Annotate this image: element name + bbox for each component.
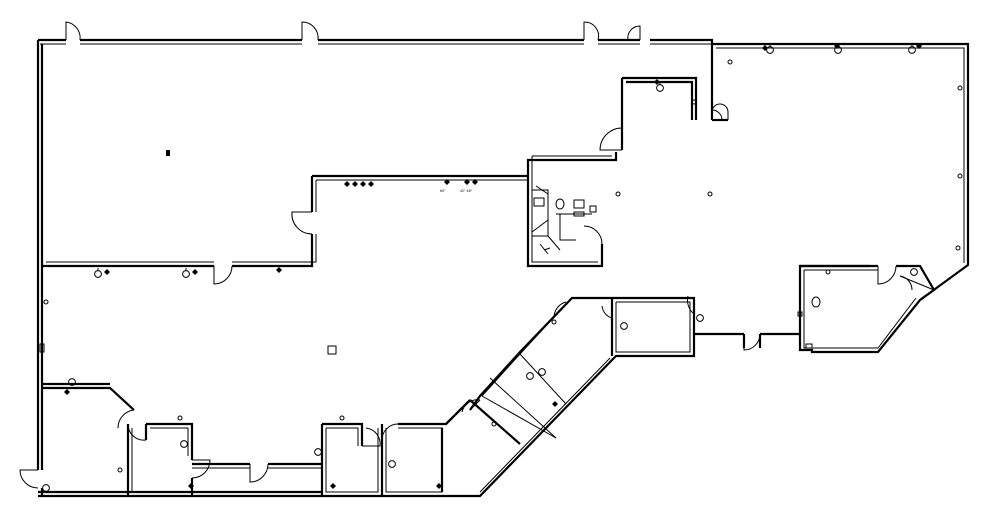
duplex-outlet-icon (388, 460, 396, 468)
south-offices (42, 382, 471, 496)
data-jack-icon (360, 181, 366, 187)
data-jack-icon (444, 179, 450, 185)
duplex-outlet-icon (910, 268, 918, 276)
duplex-outlet-icon (68, 378, 76, 386)
duplex-outlet-icon (526, 372, 534, 380)
data-jack-icon (64, 389, 70, 395)
upper-interior-walls (526, 76, 729, 268)
data-jack-icon (344, 181, 350, 187)
data-jack-icon (188, 483, 194, 489)
central-offices (445, 295, 696, 445)
data-jack-icon (472, 179, 478, 185)
data-jack-icon (192, 269, 198, 275)
fixture-icon (615, 191, 621, 197)
fixture-icon (691, 99, 697, 105)
fixture-icon (43, 299, 49, 305)
data-jack-icon (552, 401, 558, 407)
low-wall-height-label: 42" 48" (460, 189, 473, 193)
fixture-icon (825, 269, 831, 275)
data-jack-icon (834, 43, 840, 49)
data-jack-icon (916, 43, 922, 49)
duplex-outlet-icon (94, 268, 102, 278)
fixture-icon (491, 421, 497, 427)
fixture-icon (957, 173, 963, 179)
east-offices (742, 264, 936, 351)
duplex-outlet-icon (538, 368, 546, 376)
data-jack-icon (104, 269, 110, 275)
data-jack-icon (654, 79, 660, 85)
duplex-outlet-icon (620, 322, 628, 330)
phone-jack-icon (39, 343, 45, 353)
fixture-icon (707, 191, 713, 197)
fixture-icon (955, 245, 961, 251)
duplex-outlet-icon (696, 314, 704, 322)
phone-jack-symbols (39, 59, 963, 473)
data-jack-icon (352, 181, 358, 187)
data-jack-icon (330, 483, 336, 489)
fixture-icon (957, 85, 963, 91)
fixture-icon (551, 319, 557, 325)
exterior-walls (36, 38, 970, 498)
duplex-outlet-icon (182, 268, 190, 278)
middle-partition (42, 174, 528, 285)
data-jack-symbols (64, 43, 922, 489)
data-jack-icon (368, 181, 374, 187)
fixture-icon (727, 59, 733, 65)
phone-jack-icon (166, 150, 170, 156)
data-jack-icon (762, 45, 768, 51)
exterior-doors (19, 21, 641, 489)
duplex-outlet-icon (908, 44, 916, 54)
fixture-icon (177, 415, 183, 421)
duplex-outlet-icon (766, 44, 774, 54)
data-jack-icon (436, 483, 442, 489)
low-wall-height-label: 60" (440, 189, 446, 193)
fixture-icon (117, 467, 123, 473)
fixture-icon (339, 415, 345, 421)
duplex-outlet-icon (314, 448, 322, 456)
data-jack-icon (464, 179, 470, 185)
duplex-outlet-icon (656, 82, 664, 92)
phone-jack-icon (327, 345, 337, 355)
duplex-outlet-icon (180, 440, 188, 448)
data-jack-icon (276, 267, 282, 273)
duplex-outlet-icon (42, 484, 50, 492)
